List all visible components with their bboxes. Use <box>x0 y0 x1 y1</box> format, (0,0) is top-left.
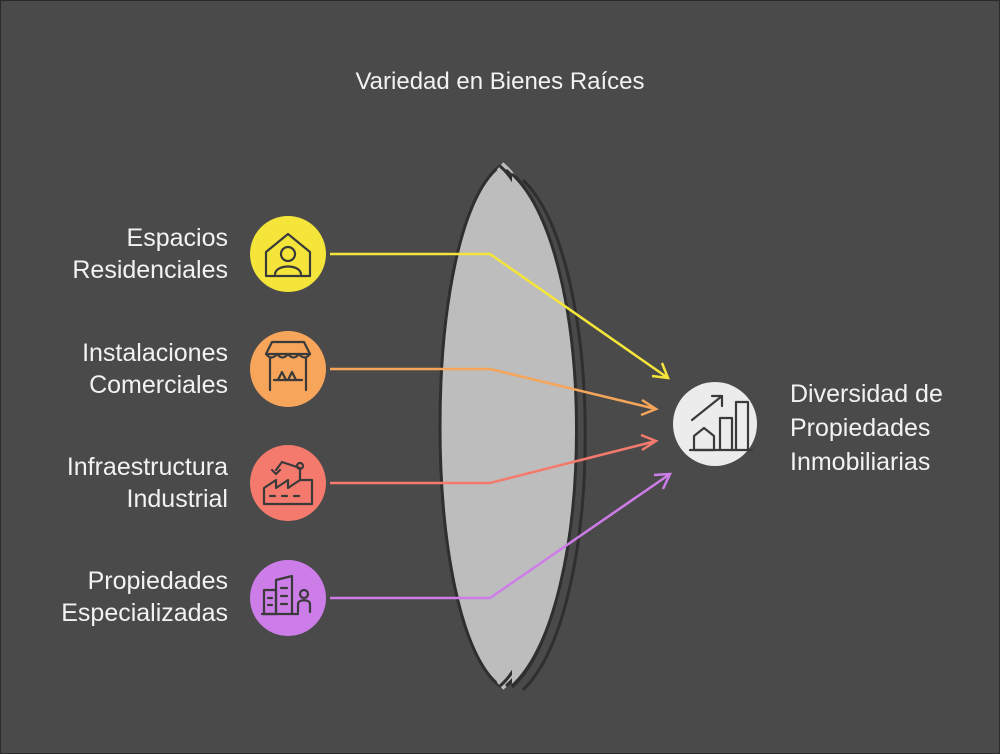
factory-robot-arm-icon <box>262 460 314 506</box>
arrow-residencial <box>330 252 670 380</box>
arrow-comercial <box>330 367 659 417</box>
label-industrial: Infraestructura Industrial <box>0 451 228 515</box>
label-residencial-line2: Residenciales <box>72 256 228 284</box>
label-output-line1: Diversidad de <box>790 380 943 408</box>
node-output <box>673 382 757 466</box>
label-industrial-line2: Industrial <box>126 485 228 513</box>
lens-rim-fill-2 <box>510 172 578 688</box>
label-residencial: Espacios Residenciales <box>0 222 228 286</box>
label-especializada-line2: Especializadas <box>61 599 228 627</box>
lens-back-rim <box>521 178 587 692</box>
node-comercial <box>250 331 326 407</box>
arrow-especializada <box>330 472 673 600</box>
label-comercial-line2: Comerciales <box>89 371 228 399</box>
arrow-industrial <box>330 433 659 485</box>
house-person-icon <box>264 232 312 278</box>
label-comercial-line1: Instalaciones <box>82 339 228 367</box>
lens <box>438 162 587 692</box>
growth-chart-house-icon <box>688 394 754 452</box>
label-especializada-line1: Propiedades <box>87 567 228 595</box>
label-comercial: Instalaciones Comerciales <box>0 337 228 401</box>
page-title: Variedad en Bienes Raíces <box>355 68 645 95</box>
label-output-line2: Propiedades <box>790 414 931 442</box>
node-especializada <box>250 560 326 636</box>
node-residencial <box>250 216 326 292</box>
label-especializada: Propiedades Especializadas <box>0 565 228 629</box>
label-residencial-line1: Espacios <box>126 224 228 252</box>
node-industrial <box>250 445 326 521</box>
market-stall-icon <box>264 340 312 392</box>
label-output-line3: Inmobiliarias <box>790 448 931 476</box>
label-output: Diversidad de Propiedades Inmobiliarias <box>790 377 943 479</box>
buildings-person-icon <box>260 574 312 616</box>
label-industrial-line1: Infraestructura <box>66 453 228 481</box>
